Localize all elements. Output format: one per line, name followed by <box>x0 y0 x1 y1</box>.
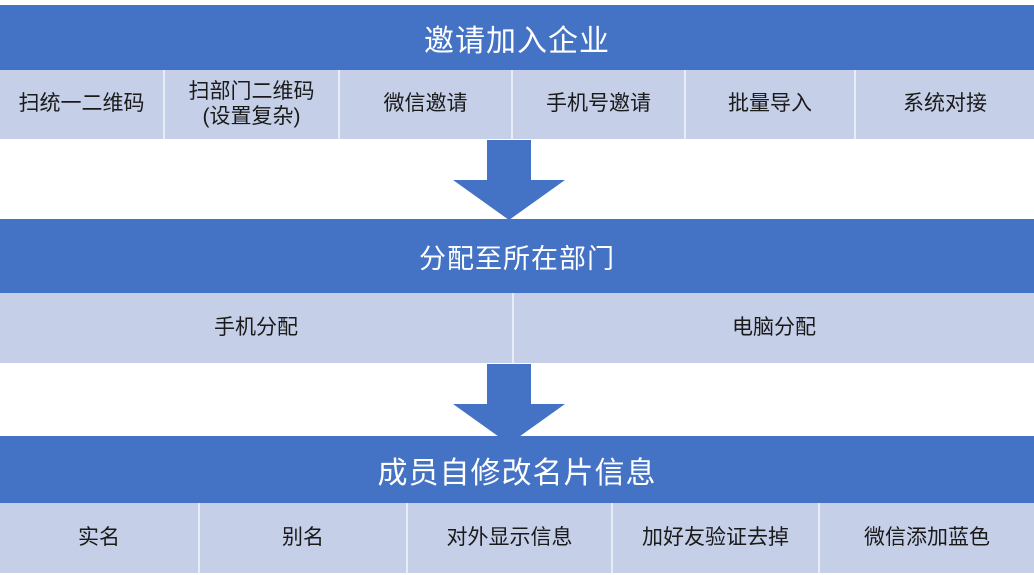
cell-label: 加好友验证去掉 <box>642 525 789 549</box>
assign-option-mobile[interactable]: 手机分配 <box>0 293 514 363</box>
invite-option-phone-invite[interactable]: 手机号邀请 <box>513 70 686 139</box>
cell-label: 手机分配 <box>214 315 298 339</box>
cell-label: 系统对接 <box>903 92 987 116</box>
cell-label: 对外显示信息 <box>446 525 573 549</box>
invite-option-wechat-invite[interactable]: 微信邀请 <box>340 70 513 139</box>
cell-label: 手机号邀请 <box>546 92 651 116</box>
cell-label: 电脑分配 <box>732 315 816 339</box>
member-card-option-external-display-info[interactable]: 对外显示信息 <box>408 503 613 573</box>
down-arrow-icon-invite-to-assign <box>453 140 565 220</box>
cell-label: 别名 <box>282 525 324 549</box>
down-arrow-icon-assign-to-member <box>453 364 565 444</box>
section-row-invite: 扫统一二维码 扫部门二维码 (设置复杂) 微信邀请 手机号邀请 批量导入 系统对… <box>0 70 1034 139</box>
invite-option-scan-department-qr[interactable]: 扫部门二维码 (设置复杂) <box>165 70 340 139</box>
section-title-invite: 邀请加入企业 <box>424 24 610 58</box>
invite-option-scan-unified-qr[interactable]: 扫统一二维码 <box>0 70 165 139</box>
member-card-option-real-name[interactable]: 实名 <box>0 503 200 573</box>
cell-label-line2: (设置复杂) <box>202 104 301 128</box>
cell-label: 实名 <box>78 525 120 549</box>
section-title-assign: 分配至所在部门 <box>419 243 615 274</box>
member-card-option-alias[interactable]: 别名 <box>200 503 408 573</box>
cell-label: 扫统一二维码 <box>18 92 145 116</box>
cell-label: 微信添加蓝色 <box>864 525 990 549</box>
member-card-option-remove-friend-verification[interactable]: 加好友验证去掉 <box>613 503 820 573</box>
section-header-invite: 邀请加入企业 <box>0 5 1034 70</box>
section-header-assign: 分配至所在部门 <box>0 219 1034 293</box>
cell-label-line1: 扫部门二维码 <box>188 79 315 103</box>
section-header-member-card: 成员自修改名片信息 <box>0 436 1034 503</box>
section-title-member-card: 成员自修改名片信息 <box>377 456 657 490</box>
assign-option-computer[interactable]: 电脑分配 <box>514 293 1034 363</box>
section-row-assign: 手机分配 电脑分配 <box>0 293 1034 363</box>
invite-option-bulk-import[interactable]: 批量导入 <box>686 70 856 139</box>
member-card-option-wechat-add-blue[interactable]: 微信添加蓝色 <box>820 503 1034 573</box>
invite-option-system-integration[interactable]: 系统对接 <box>856 70 1034 139</box>
cell-label: 批量导入 <box>728 92 812 116</box>
section-row-member-card: 实名 别名 对外显示信息 加好友验证去掉 微信添加蓝色 <box>0 503 1034 573</box>
cell-label: 微信邀请 <box>383 92 468 116</box>
